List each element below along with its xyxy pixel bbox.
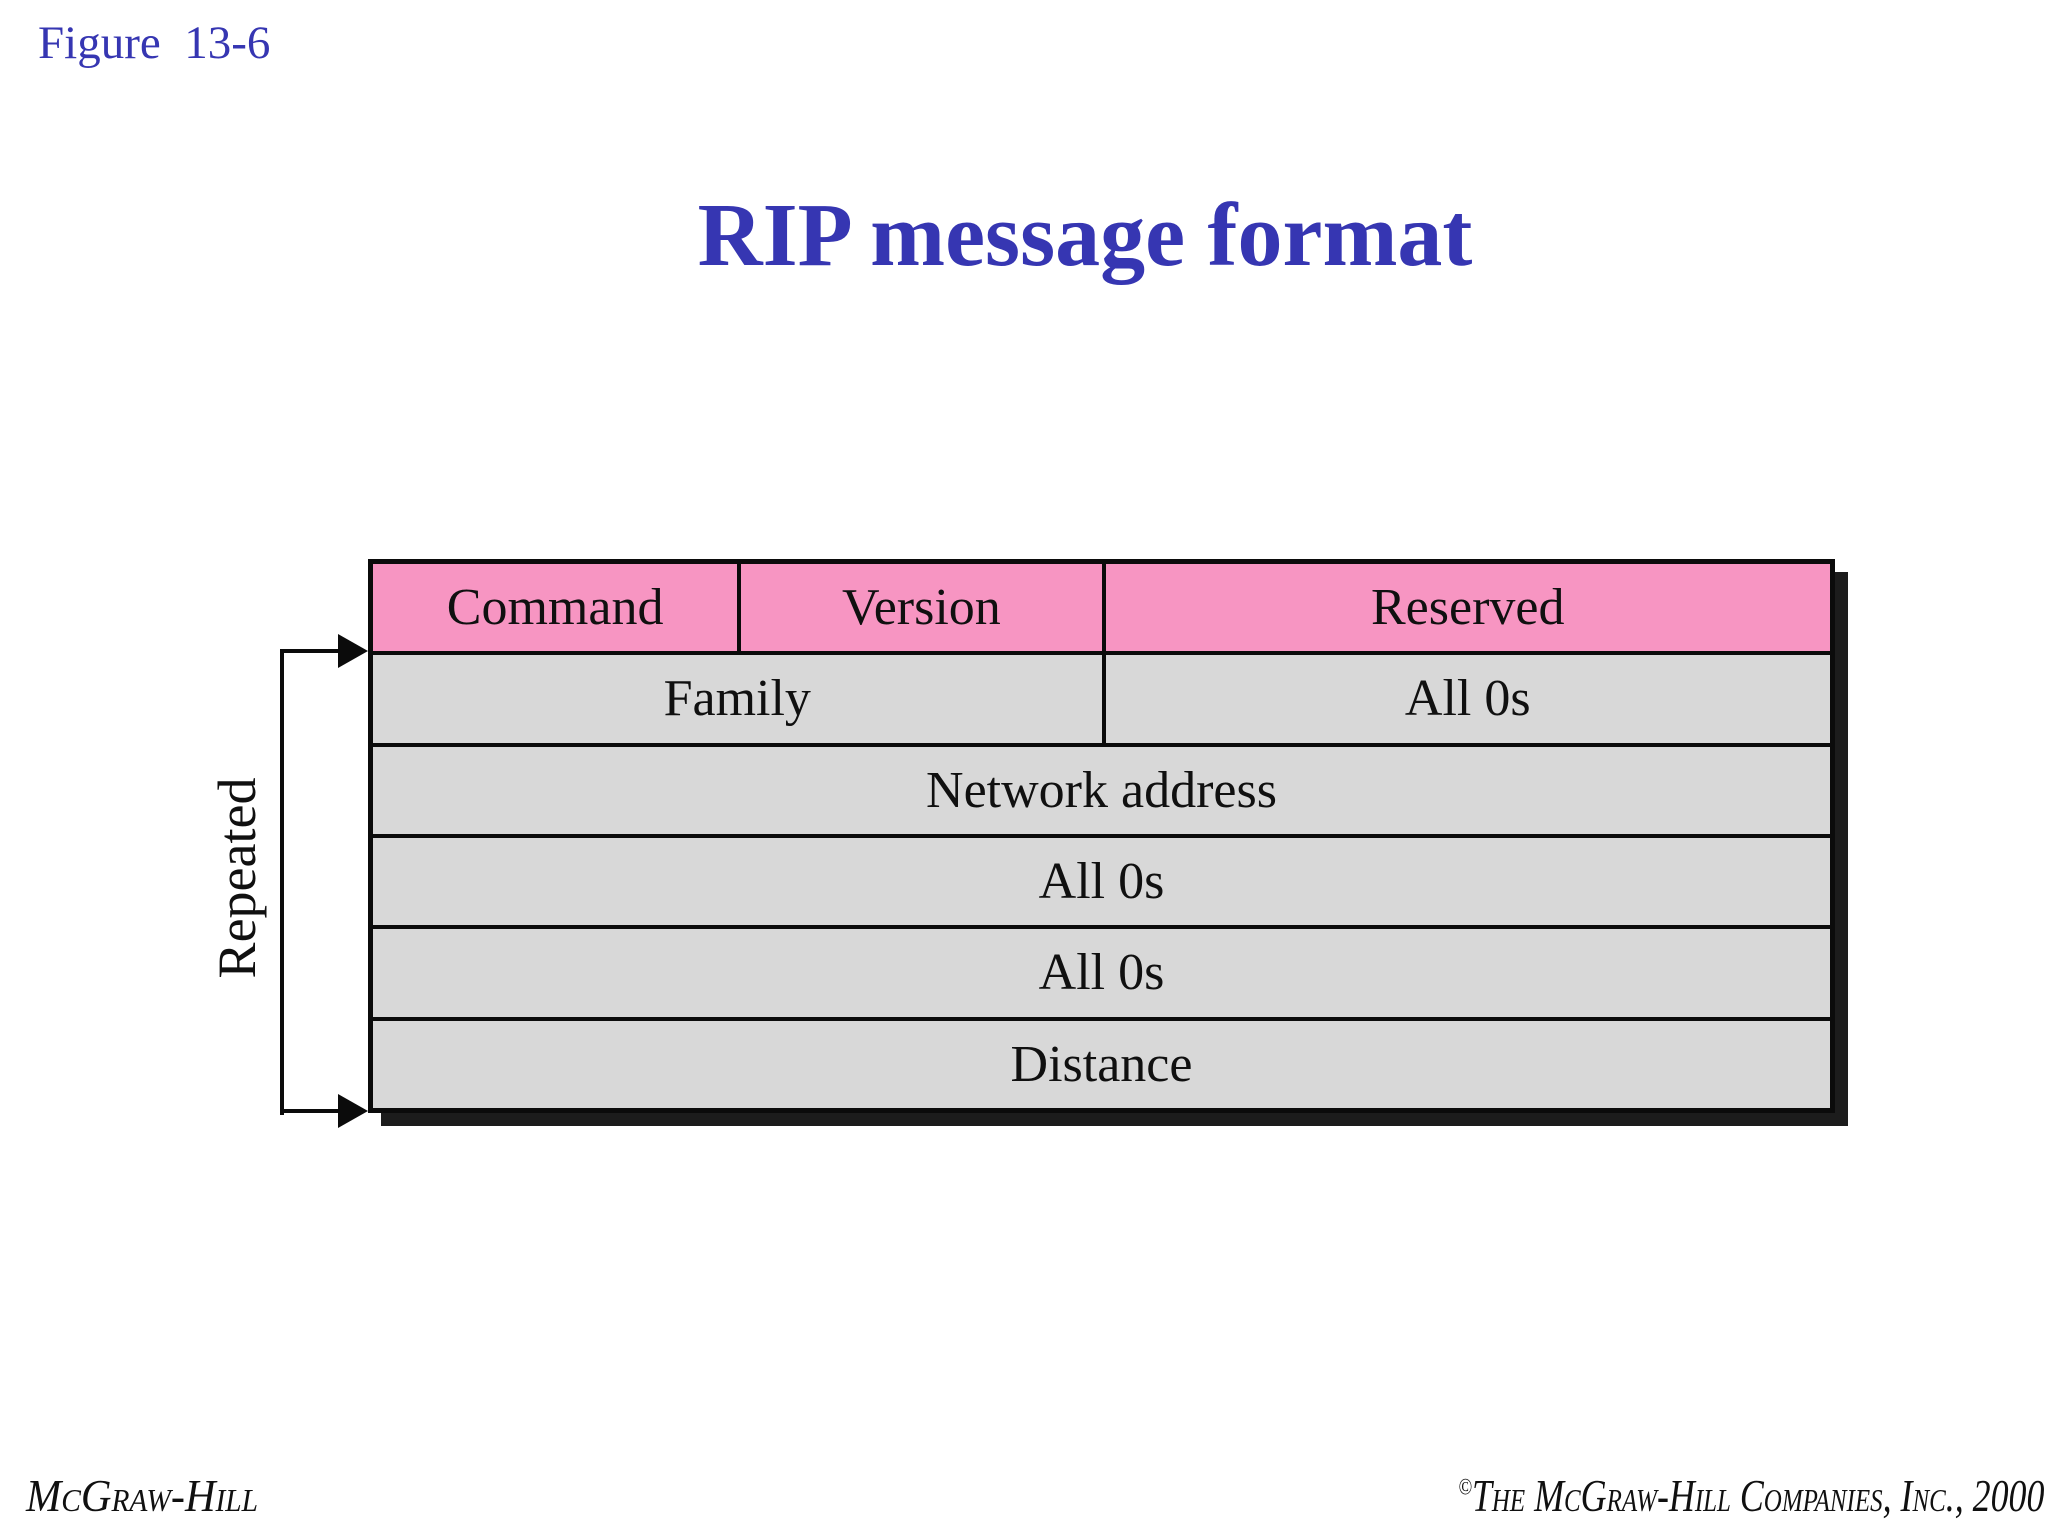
cell-all-0s-2: All 0s <box>1038 853 1165 911</box>
cell-reserved: Reserved <box>1101 564 1831 652</box>
copyright-symbol: © <box>1457 1474 1472 1500</box>
figure-label: Figure 13-6 <box>38 17 271 69</box>
table-row-distance: Distance <box>373 1016 1830 1108</box>
bottom-right-arrow-icon <box>338 1094 368 1128</box>
repeat-bracket-top-line <box>280 649 342 653</box>
table-row-all-0s-2: All 0s <box>373 833 1830 925</box>
cell-all-0s-3: All 0s <box>1038 944 1165 1002</box>
page-title: RIP message format <box>697 186 1473 285</box>
publisher-label: McGraw-Hill <box>26 1470 259 1521</box>
copyright-label: ©The McGraw-Hill Companies, Inc., 2000 <box>1458 1469 2044 1522</box>
top-right-arrow-icon <box>338 634 368 668</box>
rip-message-format-table: Command Version Reserved Family All 0s N… <box>368 559 1835 1113</box>
repeat-bracket-vertical-line <box>280 649 284 1115</box>
repeat-bracket-bottom-line <box>280 1109 342 1113</box>
cell-network-address: Network address <box>926 761 1277 819</box>
cell-all-0s-1: All 0s <box>1101 655 1831 743</box>
table-row-network-address: Network address <box>373 742 1830 834</box>
repeated-label: Repeated <box>207 777 267 979</box>
cell-family: Family <box>663 670 811 728</box>
cell-command: Command <box>446 579 664 637</box>
table-row-all-0s-3: All 0s <box>373 925 1830 1016</box>
table-row-header: Command Version Reserved <box>373 564 1831 652</box>
cell-distance: Distance <box>1010 1035 1193 1093</box>
copyright-text: The McGraw-Hill Companies, Inc., 2000 <box>1471 1470 2044 1521</box>
table-row-family: Family All 0s <box>373 651 1831 743</box>
cell-version: Version <box>737 564 1101 652</box>
